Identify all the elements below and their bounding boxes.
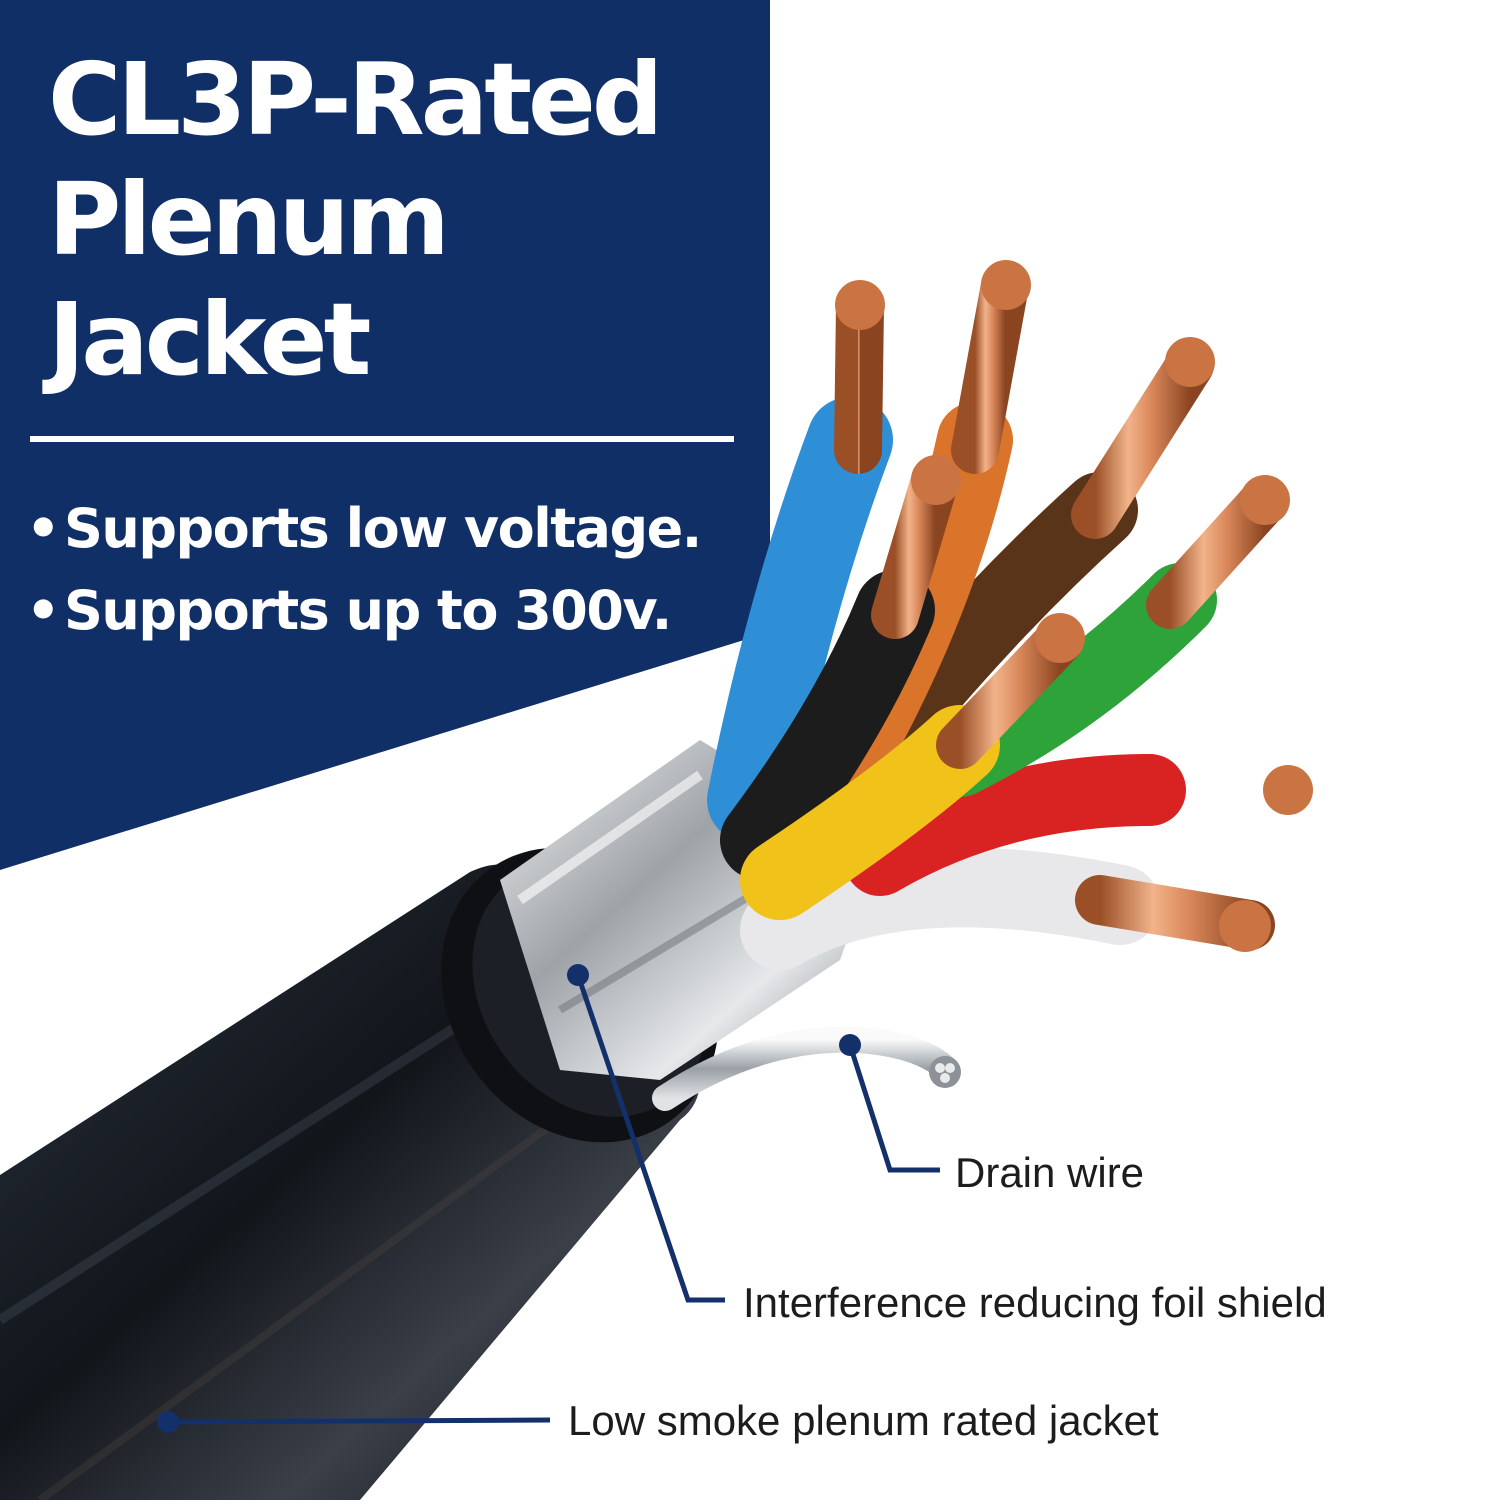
drain-wire-callout-line	[847, 1044, 940, 1173]
wire-red	[844, 754, 1314, 896]
headline-line-1: CL3P-Rated	[48, 41, 663, 158]
feature-text: Supports up to 300v.	[64, 579, 672, 642]
wire-black	[720, 455, 961, 880]
foil-shield-callout-line	[575, 974, 725, 1303]
jacket-callout-dot	[157, 1411, 179, 1433]
headline-line-3: Jacket	[48, 281, 371, 398]
drain-wire-label: Drain wire	[955, 1149, 1145, 1196]
wire-white	[740, 847, 1275, 970]
wire-blue	[707, 280, 893, 843]
bullet-icon: •	[26, 497, 61, 560]
foil-shield-label: Interference reducing foil shield	[743, 1279, 1327, 1326]
headline-line-2: Plenum	[48, 161, 450, 278]
headline: CL3P-Rated Plenum Jacket	[48, 40, 768, 400]
title-panel	[0, 0, 770, 870]
wire-yellow	[740, 613, 1085, 920]
headline-divider	[30, 436, 734, 442]
drain-wire-callout-dot	[839, 1034, 861, 1056]
foil-shield-callout-dot	[567, 964, 589, 986]
feature-item: •Supports low voltage.	[26, 488, 702, 570]
bullet-icon: •	[26, 579, 61, 642]
jacket-callout-line	[167, 1417, 551, 1425]
drain-wire	[652, 1026, 961, 1111]
feature-list: •Supports low voltage. •Supports up to 3…	[26, 488, 702, 652]
jacket-label: Low smoke plenum rated jacket	[568, 1397, 1159, 1444]
feature-item: •Supports up to 300v.	[26, 570, 701, 652]
feature-text: Supports low voltage.	[64, 497, 702, 560]
